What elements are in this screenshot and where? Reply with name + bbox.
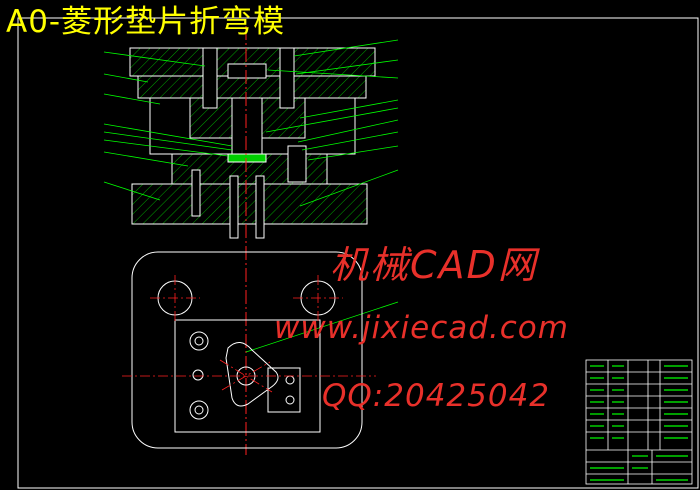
bending-punch xyxy=(231,97,263,157)
watermark-site-name: 机械CAD网 xyxy=(330,243,538,287)
pin-hole-mid-left xyxy=(192,369,204,381)
drawing-title: A0-菱形垫片折弯模 xyxy=(6,4,286,40)
lower-base-plate xyxy=(131,183,368,225)
guide-pin-right xyxy=(279,47,295,109)
base-plate-outline xyxy=(131,251,363,449)
screw-hole-top-left xyxy=(189,331,209,351)
spring-right xyxy=(287,145,307,183)
screw-left xyxy=(191,169,201,217)
insert-block xyxy=(267,367,301,413)
screw-hole-bottom-left xyxy=(189,400,209,420)
workpiece xyxy=(227,153,267,163)
part-leaders-left xyxy=(103,51,233,201)
rhombus-workpiece-outline xyxy=(225,342,279,407)
ejector-pin-right xyxy=(255,175,265,239)
plan-centerlines xyxy=(122,275,376,393)
ejector-pin-left xyxy=(229,175,239,239)
part-leaders-right xyxy=(245,39,399,353)
plan-view xyxy=(131,251,363,449)
watermark-qq: QQ:20425042 xyxy=(322,378,551,414)
title-block xyxy=(585,359,693,485)
drawing-frame xyxy=(17,17,699,489)
guide-pin-left xyxy=(202,47,218,109)
punch-head xyxy=(227,63,267,79)
front-section-view xyxy=(129,47,376,239)
punch-holder xyxy=(137,75,367,99)
title-block-text-marks xyxy=(590,365,688,481)
watermark-url: www.jixiecad.com xyxy=(274,310,569,346)
